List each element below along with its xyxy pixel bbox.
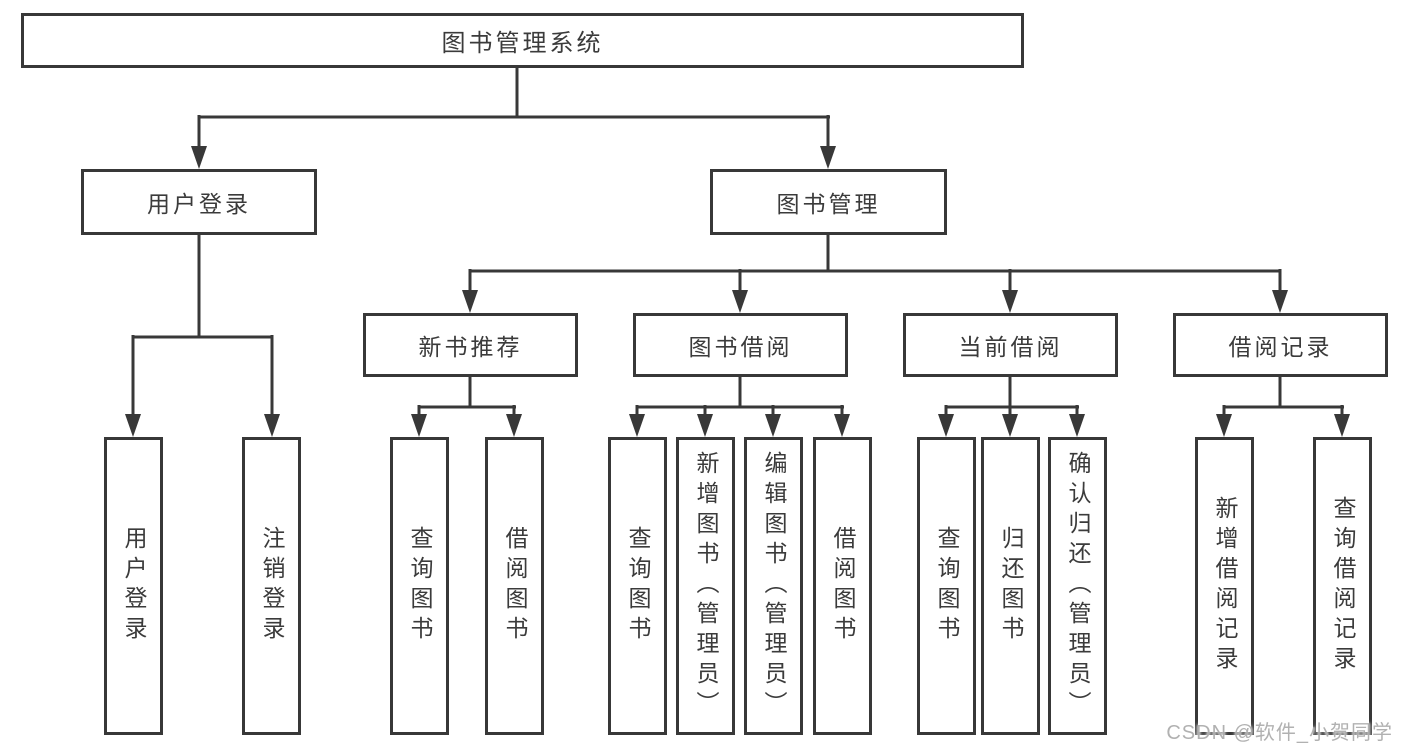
leaf-confirm-return-admin: 确认归还（管理员） bbox=[1048, 437, 1107, 735]
connector-new-book-recommend-children bbox=[411, 376, 522, 437]
node-book-borrow-label: 图书借阅 bbox=[688, 334, 793, 360]
leaf-logout-login-label: 注销登录 bbox=[259, 526, 285, 646]
connector-root-to-level2 bbox=[191, 68, 836, 169]
node-current-borrow-label: 当前借阅 bbox=[958, 334, 1063, 360]
node-user-login: 用户登录 bbox=[81, 169, 317, 235]
leaf-query-book-current-label: 查询图书 bbox=[934, 526, 960, 646]
leaf-user-login-label: 用户登录 bbox=[121, 526, 147, 646]
node-borrow-record-label: 借阅记录 bbox=[1228, 334, 1333, 360]
leaf-borrow-book-borrow: 借阅图书 bbox=[813, 437, 872, 735]
leaf-query-borrow-record: 查询借阅记录 bbox=[1313, 437, 1372, 735]
leaf-logout-login: 注销登录 bbox=[242, 437, 301, 735]
csdn-watermark: CSDN @软件_小贺同学 bbox=[1166, 722, 1393, 744]
node-root: 图书管理系统 bbox=[21, 13, 1024, 68]
leaf-add-book-admin: 新增图书（管理员） bbox=[676, 437, 735, 735]
leaf-return-book-label: 归还图书 bbox=[998, 526, 1024, 646]
node-user-login-label: 用户登录 bbox=[147, 191, 251, 217]
connector-user-login-children bbox=[125, 234, 280, 437]
connector-current-borrow-children bbox=[938, 376, 1085, 437]
leaf-borrow-book-borrow-label: 借阅图书 bbox=[830, 526, 856, 646]
node-borrow-record: 借阅记录 bbox=[1173, 313, 1388, 377]
node-book-borrow: 图书借阅 bbox=[633, 313, 848, 377]
leaf-add-borrow-record-label: 新增借阅记录 bbox=[1212, 496, 1238, 676]
connector-borrow-record-children bbox=[1216, 376, 1350, 437]
node-current-borrow: 当前借阅 bbox=[903, 313, 1118, 377]
leaf-return-book: 归还图书 bbox=[981, 437, 1040, 735]
leaf-query-book-borrow-label: 查询图书 bbox=[625, 526, 651, 646]
leaf-add-borrow-record: 新增借阅记录 bbox=[1195, 437, 1254, 735]
leaf-user-login: 用户登录 bbox=[104, 437, 163, 735]
leaf-confirm-return-admin-label: 确认归还（管理员） bbox=[1065, 451, 1091, 721]
node-root-label: 图书管理系统 bbox=[441, 30, 604, 57]
node-new-book-recommend: 新书推荐 bbox=[363, 313, 578, 377]
node-new-book-recommend-label: 新书推荐 bbox=[418, 334, 523, 360]
leaf-query-book-recommend: 查询图书 bbox=[390, 437, 449, 735]
leaf-borrow-book-recommend: 借阅图书 bbox=[485, 437, 544, 735]
node-book-management-label: 图书管理 bbox=[776, 191, 881, 217]
leaf-borrow-book-recommend-label: 借阅图书 bbox=[502, 526, 528, 646]
connector-book-borrow-children bbox=[629, 376, 850, 437]
leaf-query-borrow-record-label: 查询借阅记录 bbox=[1330, 496, 1356, 676]
leaf-query-book-recommend-label: 查询图书 bbox=[407, 526, 433, 646]
node-book-management: 图书管理 bbox=[710, 169, 947, 235]
leaf-edit-book-admin-label: 编辑图书（管理员） bbox=[761, 451, 787, 721]
leaf-edit-book-admin: 编辑图书（管理员） bbox=[744, 437, 803, 735]
leaf-query-book-borrow: 查询图书 bbox=[608, 437, 667, 735]
leaf-query-book-current: 查询图书 bbox=[917, 437, 976, 735]
leaf-add-book-admin-label: 新增图书（管理员） bbox=[693, 451, 719, 721]
connector-book-management-children bbox=[462, 234, 1288, 313]
